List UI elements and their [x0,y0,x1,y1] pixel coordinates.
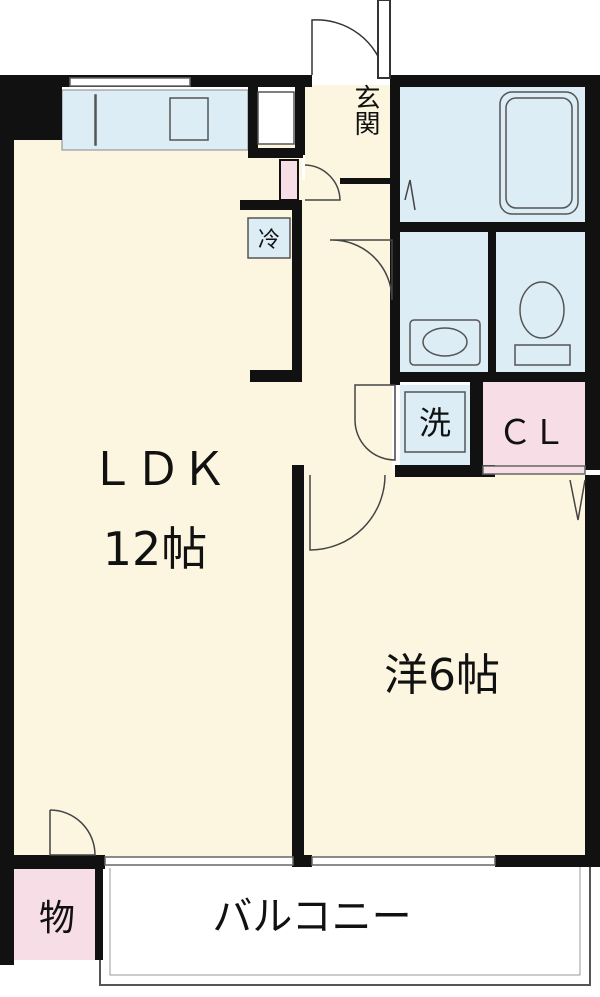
door-western [309,474,386,551]
label-boxes [247,217,466,453]
bathtub [499,91,579,215]
sink [169,97,209,141]
fridge-box [247,217,291,259]
entrance-door [311,0,391,79]
floor-areas [12,85,585,960]
hall-floor [300,180,392,470]
wall-fridge-top [240,200,300,210]
wall-wet-bottom [395,372,590,382]
wall-right-lower [585,475,600,860]
fixtures [94,91,579,366]
door-pantry [304,164,341,201]
door-closet-right [569,479,586,521]
wall-fridge-right [292,200,302,380]
door-storage [49,809,96,856]
storage-label: 物 [39,898,75,939]
balcony-label: バルコニー [212,894,411,940]
window-balcony-western [311,856,496,866]
wall-pantry-box-right [295,85,305,155]
ldk-floor [12,140,302,860]
washer-label: 洗 [419,404,451,442]
shoe-cabinet [279,159,299,201]
toilet-bowl [519,281,565,339]
kitchen-counter [61,89,249,151]
wall-storage-right [95,860,103,960]
wall-wet-left [390,85,400,385]
closet-label: ＣＬ [498,413,566,453]
washbasin [409,319,481,366]
wall-storage-left [0,855,14,965]
wall-bottom-mid [292,855,312,867]
door-bath [404,179,416,211]
storage-floor [12,860,97,960]
bathtub-inner [505,97,573,209]
door-washroom [354,384,396,461]
door-hall [329,239,393,301]
western-room-floor [300,470,585,860]
wall-toilet-left [488,230,496,378]
toilet-tank [514,344,571,366]
western-room-label: 洋6帖 [384,650,500,701]
wall-bath-bottom [395,222,590,232]
wall-entry-bottom [340,178,395,184]
wall-washer-right [470,380,478,470]
fridge-label: 冷 [258,228,280,253]
door-swings [49,164,586,856]
window-balcony-ldk [104,856,294,866]
wall-top-left-block [0,75,62,140]
wall-left [0,75,14,875]
entrance-floor [305,85,393,180]
window-kitchen [69,77,191,87]
closet-floor [480,382,585,470]
entrance-label: 玄関 [350,84,380,136]
washer-box [404,391,466,453]
walls [0,75,600,965]
wall-pantry-box-bottom [248,148,303,158]
ldk-name-label: ＬＤＫ [89,442,227,496]
wall-top-right [390,75,600,87]
wall-pantry-box-left [248,85,258,155]
windows [69,77,586,866]
washbasin-bowl [422,327,468,357]
ldk-size-label: 12帖 [103,522,208,576]
room-labels: ＬＤＫ 12帖 洋6帖 ＣＬ 物 バルコニー 玄関 洗 冷 [39,84,566,940]
wall-bottom-left [0,855,105,869]
wall-right [585,75,600,470]
wall-mid-vertical [292,465,304,865]
wall-fridge-bottom [250,370,302,382]
pantry-box [257,91,295,145]
balcony-inner-rail [109,865,581,976]
wall-closet-left [475,380,483,475]
wall-bottom-right [495,855,600,867]
kitchen-cabinet-divider [94,94,97,146]
closet-sliding-door [482,465,586,475]
